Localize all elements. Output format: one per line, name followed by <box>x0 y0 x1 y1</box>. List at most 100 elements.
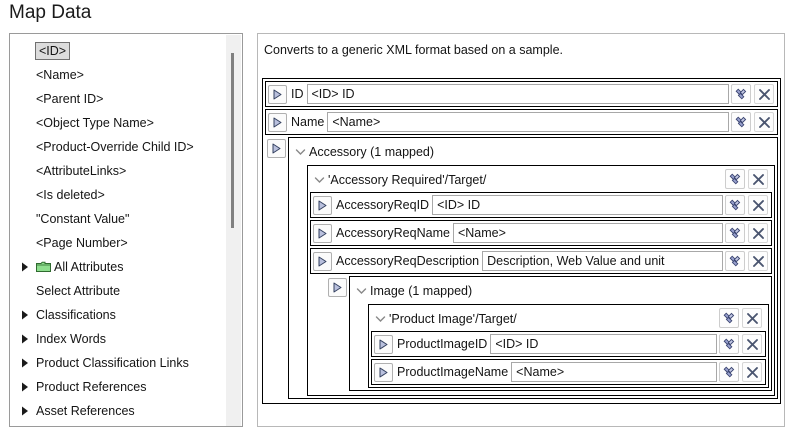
image-target-title: 'Product Image'/Target/ <box>389 312 517 326</box>
link-chain-icon[interactable] <box>725 169 745 189</box>
accessory-group-body: Accessory (1 mapped) 'Accessory Required… <box>288 137 778 399</box>
tree-item-label: <ID> <box>35 42 71 60</box>
expand-arrow-icon[interactable] <box>267 139 286 158</box>
tree-item-classifications[interactable]: Classifications <box>10 303 226 327</box>
expand-arrow-icon[interactable] <box>313 251 332 271</box>
chevron-down-icon[interactable] <box>371 315 389 323</box>
link-chain-icon[interactable] <box>725 195 745 215</box>
expand-triangle-icon[interactable] <box>21 334 36 344</box>
mapping-row-value[interactable]: <Name> <box>327 112 729 132</box>
mapping-row-value[interactable]: <Name> <box>452 223 723 243</box>
source-field-tree-list[interactable]: <ID> <Name> <Parent ID> <Object Type Name> <… <box>10 34 226 423</box>
expand-arrow-icon[interactable] <box>268 112 287 132</box>
tree-item-label: <AttributeLinks> <box>36 164 127 178</box>
accessory-target-actions <box>725 169 771 189</box>
mapping-row-actions <box>725 251 771 271</box>
remove-x-icon[interactable] <box>748 195 768 215</box>
mapping-row-actions <box>719 362 765 382</box>
expand-arrow-icon[interactable] <box>328 278 347 297</box>
mapping-row-value[interactable]: <ID> ID <box>490 334 717 354</box>
tree-item-select-attribute[interactable]: Select Attribute <box>10 279 226 303</box>
remove-x-icon[interactable] <box>748 223 768 243</box>
mapping-row-value[interactable]: Description, Web Value and unit <box>482 251 723 271</box>
tree-item-product-references[interactable]: Product References <box>10 375 226 399</box>
mapping-panel: Converts to a generic XML format based o… <box>257 33 785 427</box>
mapping-row-key: ProductImageID <box>397 337 488 351</box>
mapping-row-accessoryreqname[interactable]: AccessoryReqName<Name> <box>310 220 772 246</box>
expand-arrow-icon[interactable] <box>313 195 332 215</box>
tree-item-is-deleted[interactable]: <Is deleted> <box>10 183 226 207</box>
link-chain-icon[interactable] <box>731 112 751 132</box>
tree-vertical-scrollbar[interactable] <box>226 35 241 426</box>
chevron-down-icon[interactable] <box>352 287 370 295</box>
tree-item-product-classification-links[interactable]: Product Classification Links <box>10 351 226 375</box>
mapping-group-image: Image (1 mapped) 'Product Image'/Target/ <box>326 276 772 391</box>
tree-item-label: <Name> <box>36 68 84 82</box>
accessory-target-header[interactable]: 'Accessory Required'/Target/ <box>310 168 772 192</box>
tree-item-name[interactable]: <Name> <box>10 63 226 87</box>
link-chain-icon[interactable] <box>719 362 739 382</box>
expand-arrow-icon[interactable] <box>374 362 393 382</box>
tree-item-product-override-child-id[interactable]: <Product-Override Child ID> <box>10 135 226 159</box>
tree-item-asset-references[interactable]: Asset References <box>10 399 226 423</box>
remove-x-icon[interactable] <box>748 169 768 189</box>
accessory-target-title: 'Accessory Required'/Target/ <box>328 173 487 187</box>
link-chain-icon[interactable] <box>719 308 739 328</box>
accessory-group-header[interactable]: Accessory (1 mapped) <box>291 140 775 164</box>
mapping-row-key: Name <box>291 115 325 129</box>
tree-item-constant-value[interactable]: "Constant Value" <box>10 207 226 231</box>
mapping-row-id[interactable]: ID <ID> ID <box>265 81 778 107</box>
remove-x-icon[interactable] <box>754 112 774 132</box>
source-field-tree-panel[interactable]: <ID> <Name> <Parent ID> <Object Type Name> <… <box>9 33 243 427</box>
expand-arrow-icon[interactable] <box>313 223 332 243</box>
mapping-row-actions <box>725 195 771 215</box>
expand-triangle-icon[interactable] <box>21 310 36 320</box>
tree-item-parent-id[interactable]: <Parent ID> <box>10 87 226 111</box>
image-group-header[interactable]: Image (1 mapped) <box>352 279 769 303</box>
mapping-row-productimagename[interactable]: ProductImageName<Name> <box>371 359 766 385</box>
expand-triangle-icon[interactable] <box>21 262 36 272</box>
mapping-row-value[interactable]: <ID> ID <box>306 84 729 104</box>
tree-item-label: Index Words <box>36 332 106 346</box>
image-target-header[interactable]: 'Product Image'/Target/ <box>371 307 766 331</box>
mapping-row-value[interactable]: <Name> <box>511 362 717 382</box>
expand-arrow-icon[interactable] <box>374 334 393 354</box>
remove-x-icon[interactable] <box>754 84 774 104</box>
remove-x-icon[interactable] <box>742 308 762 328</box>
link-chain-icon[interactable] <box>731 84 751 104</box>
chevron-down-icon[interactable] <box>291 148 309 156</box>
mapping-row-actions <box>731 112 777 132</box>
tree-item-label: <Is deleted> <box>36 188 105 202</box>
tree-item-object-type-name[interactable]: <Object Type Name> <box>10 111 226 135</box>
tree-scrollbar-thumb[interactable] <box>231 53 234 228</box>
mapping-row-accessoryreqid[interactable]: AccessoryReqID<ID> ID <box>310 192 772 218</box>
tree-item-label: <Page Number> <box>36 236 128 250</box>
tree-item-index-words[interactable]: Index Words <box>10 327 226 351</box>
link-chain-icon[interactable] <box>725 251 745 271</box>
expand-triangle-icon[interactable] <box>21 382 36 392</box>
folder-icon <box>36 261 54 273</box>
link-chain-icon[interactable] <box>719 334 739 354</box>
tree-item-all-attributes[interactable]: All Attributes <box>10 255 226 279</box>
tree-item-label: Product Classification Links <box>36 356 189 370</box>
expand-arrow-icon[interactable] <box>268 84 287 104</box>
tree-item-label: <Object Type Name> <box>36 116 154 130</box>
remove-x-icon[interactable] <box>742 362 762 382</box>
chevron-down-icon[interactable] <box>310 176 328 184</box>
link-chain-icon[interactable] <box>725 223 745 243</box>
expand-triangle-icon[interactable] <box>21 358 36 368</box>
remove-x-icon[interactable] <box>748 251 768 271</box>
mapping-row-productimageid[interactable]: ProductImageID<ID> ID <box>371 331 766 357</box>
remove-x-icon[interactable] <box>742 334 762 354</box>
mapping-row-key: AccessoryReqDescription <box>336 254 480 268</box>
tree-item-label: Classifications <box>36 308 116 322</box>
tree-item-page-number[interactable]: <Page Number> <box>10 231 226 255</box>
expand-triangle-icon[interactable] <box>21 406 36 416</box>
mapping-row-name[interactable]: Name <Name> <box>265 109 778 135</box>
mapping-row-value[interactable]: <ID> ID <box>432 195 723 215</box>
tree-item-attributelinks[interactable]: <AttributeLinks> <box>10 159 226 183</box>
mapping-row-actions <box>731 84 777 104</box>
tree-item-id[interactable]: <ID> <box>10 39 226 63</box>
